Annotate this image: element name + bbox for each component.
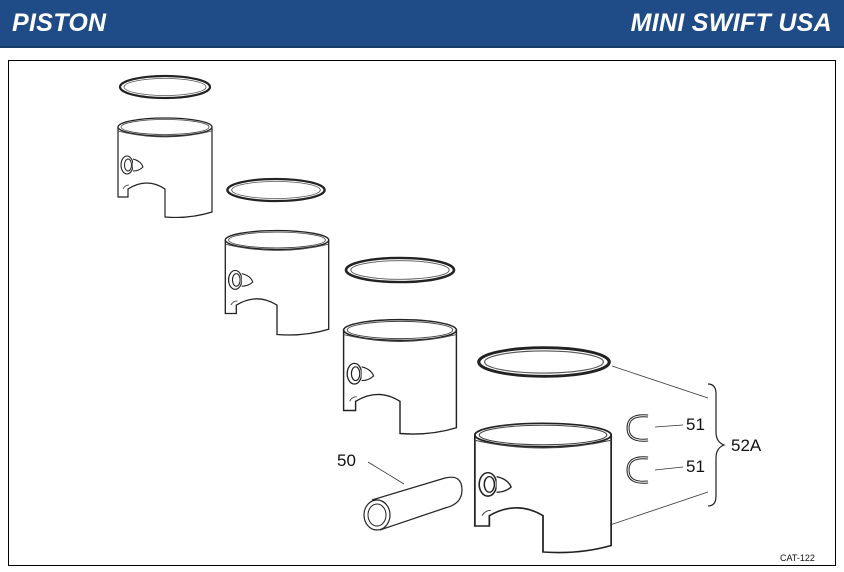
callout-52a: 52A [731, 436, 762, 455]
kit-bracket [707, 383, 726, 507]
page-title: PISTON [12, 9, 107, 37]
callout-51-upper: 51 [686, 415, 705, 434]
piston-ring-1 [118, 74, 212, 100]
piston-2 [224, 229, 330, 336]
piston-pin [363, 476, 463, 531]
callout-51-lower: 51 [686, 457, 705, 476]
circlip-lower [626, 456, 650, 484]
piston-4 [473, 422, 613, 554]
brand-name: MINI SWIFT USA [630, 9, 832, 37]
callout-50: 50 [337, 451, 356, 470]
piston-1 [117, 117, 213, 219]
piston-ring-2 [226, 177, 326, 203]
circlip-upper [626, 414, 650, 442]
piston-ring-4 [477, 346, 611, 378]
title-bar: PISTON MINI SWIFT USA [0, 0, 844, 48]
piston-ring-3 [344, 256, 456, 284]
leader-lines [367, 365, 709, 526]
piston-3 [342, 318, 458, 435]
catalog-code: CAT-122 [780, 553, 815, 563]
